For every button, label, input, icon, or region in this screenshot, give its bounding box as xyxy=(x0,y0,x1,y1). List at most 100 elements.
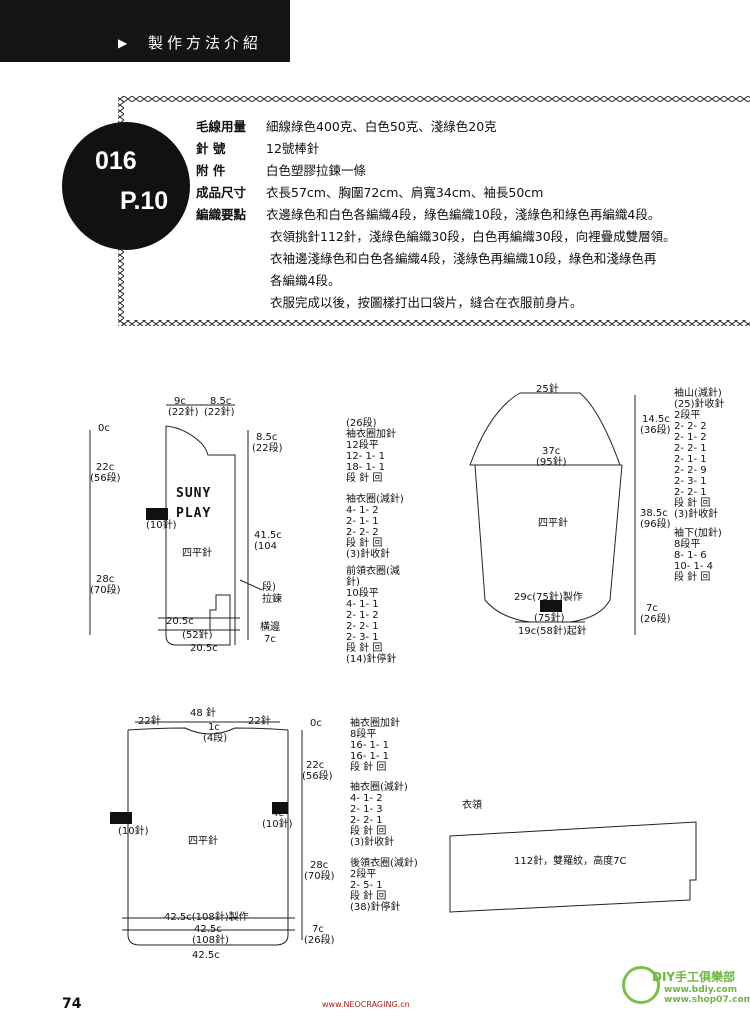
front-left-28: 28c xyxy=(96,574,115,585)
front-pocket-st: (10針) xyxy=(146,520,177,531)
header-title: 製作方法介紹 xyxy=(148,34,263,52)
back-neck xyxy=(127,727,289,735)
back-st: (108針) xyxy=(192,935,229,946)
back-pocket-right-w: 4c xyxy=(272,808,284,819)
header-bar xyxy=(0,0,290,62)
sleeve-mid: 37c xyxy=(542,446,561,457)
sleeve-cuff-st: (75針) xyxy=(534,613,565,624)
note-line: 8- 1- 6 xyxy=(674,550,707,561)
back-r-28-rows: (70段) xyxy=(304,871,335,882)
watermark-logo-icon xyxy=(622,966,660,1004)
note-line: (26段) xyxy=(346,418,377,429)
note-line: 前領衣圈(減 xyxy=(346,566,400,577)
note-line: 10- 1- 4 xyxy=(674,561,714,572)
spec-size-value: 衣長57cm、胸圍72cm、肩寬34cm、袖長50cm xyxy=(266,185,544,200)
front-zipper: 拉鍊 xyxy=(262,594,282,605)
back-r-7-rows: (26段) xyxy=(304,935,335,946)
back-pocket-left: (10針) xyxy=(118,826,149,837)
back-r-22: 22c xyxy=(306,760,325,771)
note-line: 段 針 回 xyxy=(350,826,387,837)
back-notes-dec: 袖衣圈(減針) 4- 1- 2 2- 1- 3 2- 2- 1 段 針 回 (3… xyxy=(350,782,408,848)
note-line: (3)針收針 xyxy=(674,509,719,520)
note-line: 2- 2- 1 xyxy=(346,621,379,632)
front-zipper-rows: 段) xyxy=(262,582,276,593)
note-line: 4- 1- 2 xyxy=(346,505,379,516)
note-line: 段 針 回 xyxy=(674,572,711,583)
note-line: 8段平 xyxy=(350,729,377,740)
back-r-28: 28c xyxy=(310,860,329,871)
note-line: 袖衣圈(減針) xyxy=(346,494,404,505)
note-line: 袖衣圈加針 xyxy=(346,429,396,440)
spec-knitting-line-1: 衣邊綠色和白色各編織4段，綠色編織10段，淺綠色和綠色再編織4段。 xyxy=(266,207,661,222)
front-top-right-st: (22針) xyxy=(204,407,235,418)
back-neck-rows: (4段) xyxy=(203,733,228,744)
note-line: 4- 1- 1 xyxy=(346,599,379,610)
note-line: 2段平 xyxy=(674,410,701,421)
note-line: 段 針 回 xyxy=(346,643,383,654)
front-pocket-mark xyxy=(146,508,168,520)
note-line: (25)針收針 xyxy=(674,399,725,410)
spec-knitting-line-4: 各編織4段。 xyxy=(270,273,341,288)
sleeve-r-385: 38.5c xyxy=(640,508,668,519)
sleeve-r-7: 7c xyxy=(646,603,658,614)
front-hem xyxy=(158,617,240,631)
footer-url: www.NEOCRAGING.cn xyxy=(322,1000,410,1009)
note-line: 段 針 回 xyxy=(350,762,387,773)
sleeve-r-145-rows: (36段) xyxy=(640,425,671,436)
front-notes-armhole-dec: 袖衣圈(減針) 4- 1- 2 2- 1- 1 2- 2- 2 段 針 回 (3… xyxy=(346,494,404,560)
page-number: 74 xyxy=(62,996,82,1012)
front-left-28-rows: (70段) xyxy=(90,585,121,596)
spec-accessory: 附 件白色塑膠拉鍊一條 xyxy=(196,160,366,179)
sleeve-cast-on: 19c(58針)起針 xyxy=(518,626,587,637)
note-line: 4- 1- 2 xyxy=(350,793,383,804)
back-r-7: 7c xyxy=(312,924,324,935)
spec-size: 成品尺寸衣長57cm、胸圍72cm、肩寬34cm、袖長50cm xyxy=(196,182,543,201)
note-line: 袖山(減針) xyxy=(674,388,722,399)
spec-knitting-line-2: 衣領挑針112針，淺綠色編織30段，白色再編織30段，向裡疊成雙層領。 xyxy=(270,229,676,244)
note-line: 袖衣圈加針 xyxy=(350,718,400,729)
note-line: 16- 1- 1 xyxy=(350,740,390,751)
front-hem: 橫邊 xyxy=(260,622,280,633)
front-notes-neck-dec: 前領衣圈(減 針) 10段平 4- 1- 1 2- 1- 2 2- 2- 1 2… xyxy=(346,566,400,665)
front-stitch: 四平針 xyxy=(182,548,212,559)
note-line: 2- 1- 3 xyxy=(350,804,383,815)
sleeve-r-145: 14.5c xyxy=(642,414,670,425)
sleeve-r-7-rows: (26段) xyxy=(640,614,671,625)
sleeve-mid-st: (95針) xyxy=(536,457,567,468)
note-line: 2- 3- 1 xyxy=(674,476,707,487)
pattern-number: 016 xyxy=(95,147,137,175)
front-right-415-rows: (104 xyxy=(254,541,277,552)
note-line: 2- 1- 1 xyxy=(674,454,707,465)
front-right-85: 8.5c xyxy=(256,432,278,443)
note-line: (14)針停針 xyxy=(346,654,397,665)
spec-needle-value: 12號棒針 xyxy=(266,141,320,156)
back-width-2: 42.5c xyxy=(192,950,220,961)
note-line: 2- 2- 1 xyxy=(674,443,707,454)
watermark-name: DIY手工俱樂部 xyxy=(652,970,736,984)
back-notes-inc: 袖衣圈加針 8段平 16- 1- 1 16- 1- 1 段 針 回 xyxy=(350,718,400,773)
back-panel-outline xyxy=(127,730,289,946)
note-line: 18- 1- 1 xyxy=(346,462,386,473)
sleeve-under-notes: 袖下(加針) 8段平 8- 1- 6 10- 1- 4 段 針 回 xyxy=(674,528,722,583)
front-top-right: 8.5c xyxy=(210,396,232,407)
front-hand-line-2: PLAY xyxy=(176,506,212,521)
back-cast: 42.5c(108針)製作 xyxy=(164,912,249,923)
front-hem-height: 7c xyxy=(264,634,276,645)
note-line: (3)針收針 xyxy=(346,549,391,560)
sleeve-cuff: 29c(75針)製作 xyxy=(514,592,583,603)
spec-knitting-line-5: 衣服完成以後，按圖樣打出口袋片，縫合在衣服前身片。 xyxy=(270,295,583,310)
spec-yarn: 毛線用量細線綠色400克、白色50克、淺綠色20克 xyxy=(196,116,497,135)
back-neck: 1c xyxy=(208,722,220,733)
note-line: 2- 1- 2 xyxy=(346,610,379,621)
front-top-left: 9c xyxy=(174,396,186,407)
front-right-85-rows: (22段) xyxy=(252,443,283,454)
note-line: 12段平 xyxy=(346,440,379,451)
note-line: 2段平 xyxy=(350,869,377,880)
back-notes-neck: 後領衣圈(減針) 2段平 2- 5- 1 段 針 回 (38)針停針 xyxy=(350,858,418,913)
spec-accessory-label: 附 件 xyxy=(196,163,226,178)
spec-knitting-line-3: 衣袖邊淺綠色和白色各編織4段，淺綠色再編織10段，綠色和淺綠色再 xyxy=(270,251,657,266)
front-hand-line-1: SUNY xyxy=(176,486,212,501)
back-pocket-mark-right xyxy=(272,802,288,814)
front-notes-armhole-inc: (26段) 袖衣圈加針 12段平 12- 1- 1 18- 1- 1 段 針 回 xyxy=(346,418,396,484)
